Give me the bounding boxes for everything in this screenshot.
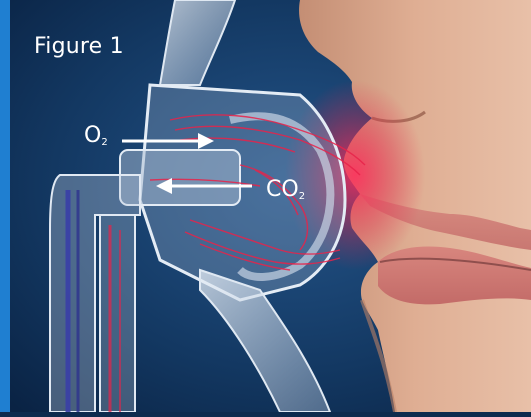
co2-label: CO2 <box>266 177 305 202</box>
o2-subscript: 2 <box>101 137 107 148</box>
co2-element: CO <box>266 177 299 202</box>
o2-label: O2 <box>84 123 108 148</box>
figure-title: Figure 1 <box>34 34 124 59</box>
co2-subscript: 2 <box>299 191 305 202</box>
oxygen-tubing-icon <box>50 175 140 412</box>
o2-element: O <box>84 123 101 148</box>
accent-bar <box>0 0 10 412</box>
